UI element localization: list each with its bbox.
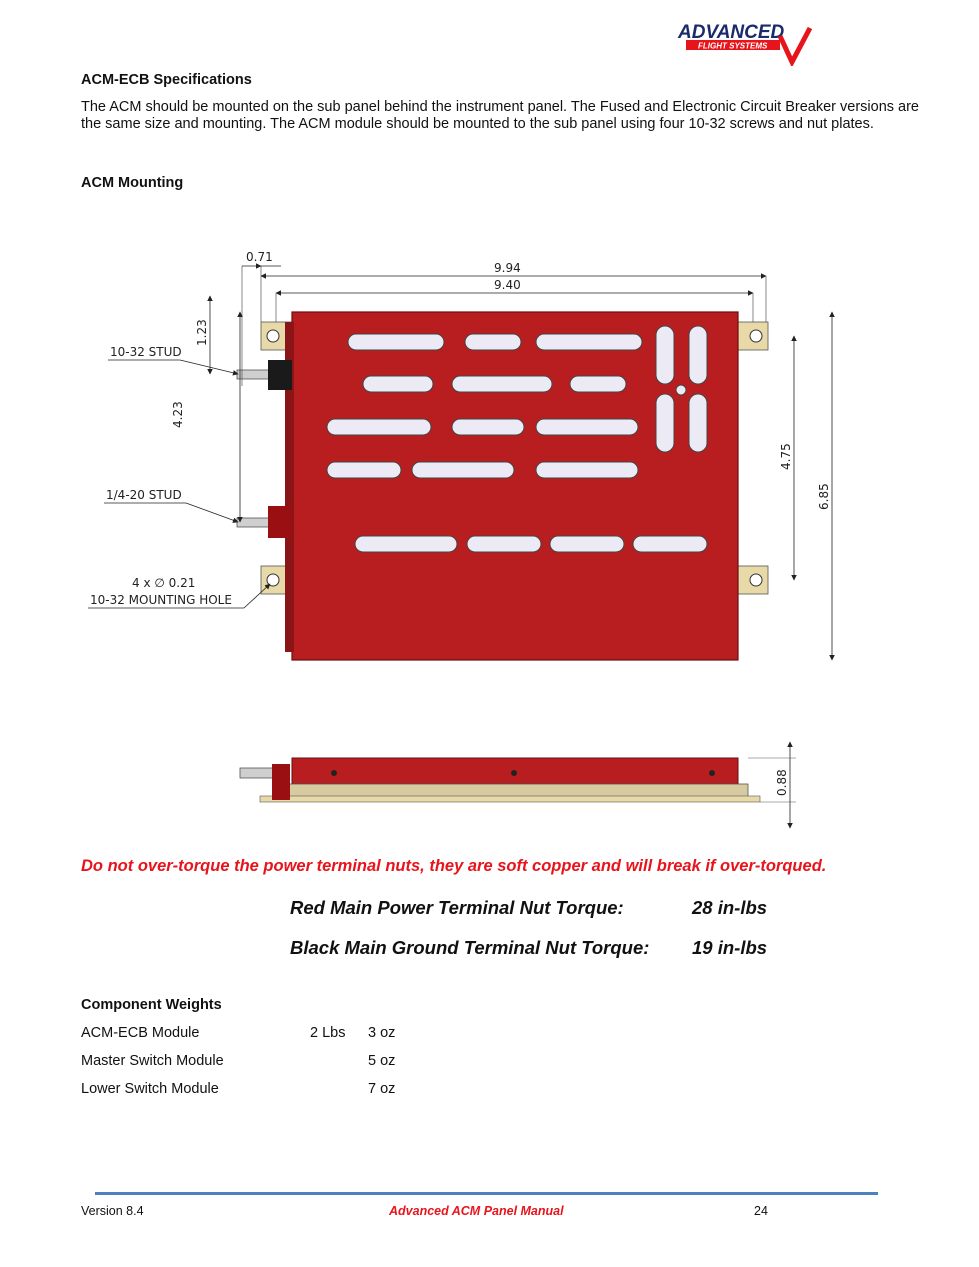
logo-banner <box>686 40 780 50</box>
dim-9-40: 9.40 <box>494 278 521 292</box>
weights-heading: Component Weights <box>81 997 222 1013</box>
dim-6-85: 6.85 <box>817 483 831 510</box>
footer-version: Version 8.4 <box>81 1204 144 1218</box>
acm-top-view-drawing: 0.71 9.94 9.40 1.23 4.23 4.75 6.85 10-32… <box>88 250 835 661</box>
torque-red-value: 28 in-lbs <box>692 897 768 918</box>
weight-oz: 5 oz <box>368 1053 396 1069</box>
acm-side-view-drawing: 0.88 <box>239 741 796 829</box>
weight-row: ACM-ECB Module 2 Lbs 3 oz <box>81 1025 501 1043</box>
dsub-connectors <box>326 325 708 553</box>
weight-row: Lower Switch Module 7 oz <box>81 1081 501 1099</box>
label-hole-count: 4 x ∅ 0.21 <box>132 576 195 590</box>
dim-0-71: 0.71 <box>246 250 273 264</box>
label-1-4-20-stud: 1/4-20 STUD <box>106 488 182 502</box>
mounting-heading: ACM Mounting <box>81 175 184 191</box>
torque-black-label: Black Main Ground Terminal Nut Torque: <box>290 937 650 958</box>
weight-name: Lower Switch Module <box>81 1081 219 1097</box>
torque-warning: Do not over-torque the power terminal nu… <box>81 857 827 875</box>
logo-check-icon <box>777 26 813 66</box>
footer-rule <box>95 1192 878 1195</box>
weight-row: Master Switch Module 5 oz <box>81 1053 501 1071</box>
torque-black-value: 19 in-lbs <box>692 937 768 958</box>
logo-text-flight-systems: FLIGHT SYSTEMS <box>698 42 768 51</box>
weight-oz: 7 oz <box>368 1081 396 1097</box>
dim-4-75: 4.75 <box>779 443 793 470</box>
intro-paragraph: The ACM should be mounted on the sub pan… <box>81 99 919 132</box>
label-10-32-stud: 10-32 STUD <box>110 345 182 359</box>
torque-red-label: Red Main Power Terminal Nut Torque: <box>290 897 624 918</box>
weight-name: ACM-ECB Module <box>81 1025 200 1041</box>
dim-1-23: 1.23 <box>195 319 209 346</box>
dim-9-94: 9.94 <box>494 261 521 275</box>
weight-name: Master Switch Module <box>81 1053 224 1069</box>
dim-0-88: 0.88 <box>775 769 789 796</box>
label-mounting-hole: 10-32 MOUNTING HOLE <box>90 593 232 607</box>
advanced-flight-systems-logo: ADVANCED FLIGHT SYSTEMS <box>677 22 813 66</box>
dim-4-23: 4.23 <box>171 401 185 428</box>
side-stud <box>239 767 277 779</box>
mounting-ear-top-right <box>735 321 769 351</box>
footer-page-number: 24 <box>754 1204 768 1218</box>
logo-text-advanced: ADVANCED <box>677 22 785 43</box>
footer-manual-title: Advanced ACM Panel Manual <box>389 1204 564 1218</box>
stud-1-4-20 <box>236 517 273 528</box>
section-title: ACM-ECB Specifications <box>81 72 252 88</box>
weight-oz: 3 oz <box>368 1025 396 1041</box>
weight-lbs: 2 Lbs <box>310 1025 346 1041</box>
